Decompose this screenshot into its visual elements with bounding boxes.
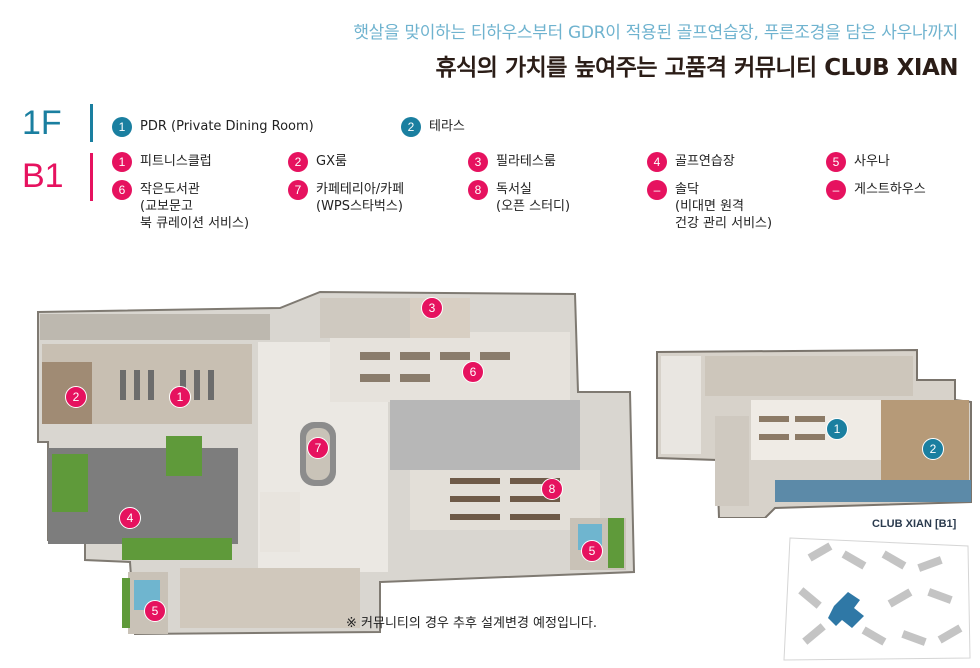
legend-detail: (비대면 원격 <box>675 199 745 214</box>
legend-number: 3 <box>468 152 488 172</box>
legend-number: 1 <box>112 152 132 172</box>
legend-label: GX룸 <box>316 154 347 169</box>
header-title: 휴식의 가치를 높여주는 고품격 커뮤니티 CLUB XIAN <box>435 55 958 81</box>
floor-divider-b1 <box>90 153 93 201</box>
legend-label: 작은도서관 <box>140 182 200 197</box>
legend-label: 카페테리아/카페 <box>316 182 405 197</box>
legend-detail: 북 큐레이션 서비스) <box>140 216 250 231</box>
legend-item-1f-terrace: 2 테라스 <box>401 117 465 137</box>
legend-number: 6 <box>112 180 132 200</box>
map-marker-library: 6 <box>462 361 484 383</box>
legend-item-b1-fitness: 1 피트니스클럽 <box>112 152 212 172</box>
legend-label: 게스트하우스 <box>854 182 926 197</box>
legend-item-1f-pdr: 1 PDR (Private Dining Room) <box>112 117 314 137</box>
legend-item-b1-soldoc: – 솔닥 (비대면 원격 건강 관리 서비스) <box>647 180 773 232</box>
legend-number: 1 <box>112 117 132 137</box>
legend-item-b1-pilates: 3 필라테스룸 <box>468 152 556 172</box>
legend-number: 7 <box>288 180 308 200</box>
map-marker-pilates: 3 <box>421 297 443 319</box>
legend-item-b1-cafe: 7 카페테리아/카페 (WPS스타벅스) <box>288 180 405 215</box>
legend-number: 5 <box>826 152 846 172</box>
floor-label-b1: B1 <box>22 157 64 195</box>
legend-number: 8 <box>468 180 488 200</box>
legend-detail: (오픈 스터디) <box>496 199 571 214</box>
legend-label: 테라스 <box>429 119 465 134</box>
floor-label-1f: 1F <box>22 104 62 142</box>
map-marker-cafe: 7 <box>307 437 329 459</box>
legend-number: 4 <box>647 152 667 172</box>
legend-item-b1-library: 6 작은도서관 (교보문고 북 큐레이션 서비스) <box>112 180 250 232</box>
legend-item-b1-golf: 4 골프연습장 <box>647 152 735 172</box>
legend-label: 피트니스클럽 <box>140 154 212 169</box>
map-marker-pdr: 1 <box>826 418 848 440</box>
footnote: ※ 커뮤니티의 경우 추후 설계변경 예정입니다. <box>346 616 597 631</box>
map-marker-study: 8 <box>541 478 563 500</box>
legend-label: 필라테스룸 <box>496 154 556 169</box>
legend-label: PDR (Private Dining Room) <box>140 119 314 134</box>
legend-detail: 건강 관리 서비스) <box>675 216 773 231</box>
site-map-label: CLUB XIAN [B1] <box>872 518 957 530</box>
floor-divider-1f <box>90 104 93 142</box>
legend-number: 2 <box>401 117 421 137</box>
header-subtitle: 햇살을 맞이하는 티하우스부터 GDR이 적용된 골프연습장, 푸른조경을 담은… <box>353 23 958 43</box>
map-marker-terrace: 2 <box>922 438 944 460</box>
legend-label: 골프연습장 <box>675 154 735 169</box>
legend-detail: (교보문고 <box>140 199 193 214</box>
map-marker-sauna-left: 5 <box>144 600 166 622</box>
map-marker-gx: 2 <box>65 386 87 408</box>
legend-item-b1-sauna: 5 사우나 <box>826 152 890 172</box>
map-marker-golf: 4 <box>119 507 141 529</box>
legend-item-b1-study: 8 독서실 (오픈 스터디) <box>468 180 571 215</box>
b1-floor-plan <box>37 290 636 636</box>
legend-label: 독서실 <box>496 182 532 197</box>
map-marker-sauna-right: 5 <box>581 540 603 562</box>
legend-label: 솔닥 <box>675 182 699 197</box>
site-map <box>783 537 971 661</box>
legend-number: – <box>826 180 846 200</box>
legend-item-b1-gx: 2 GX룸 <box>288 152 347 172</box>
legend-detail: (WPS스타벅스) <box>316 199 403 214</box>
legend-item-b1-guesthouse: – 게스트하우스 <box>826 180 926 200</box>
legend-label: 사우나 <box>854 154 890 169</box>
map-marker-fitness: 1 <box>169 386 191 408</box>
f1-floor-plan <box>656 348 972 518</box>
legend-number: – <box>647 180 667 200</box>
legend-number: 2 <box>288 152 308 172</box>
